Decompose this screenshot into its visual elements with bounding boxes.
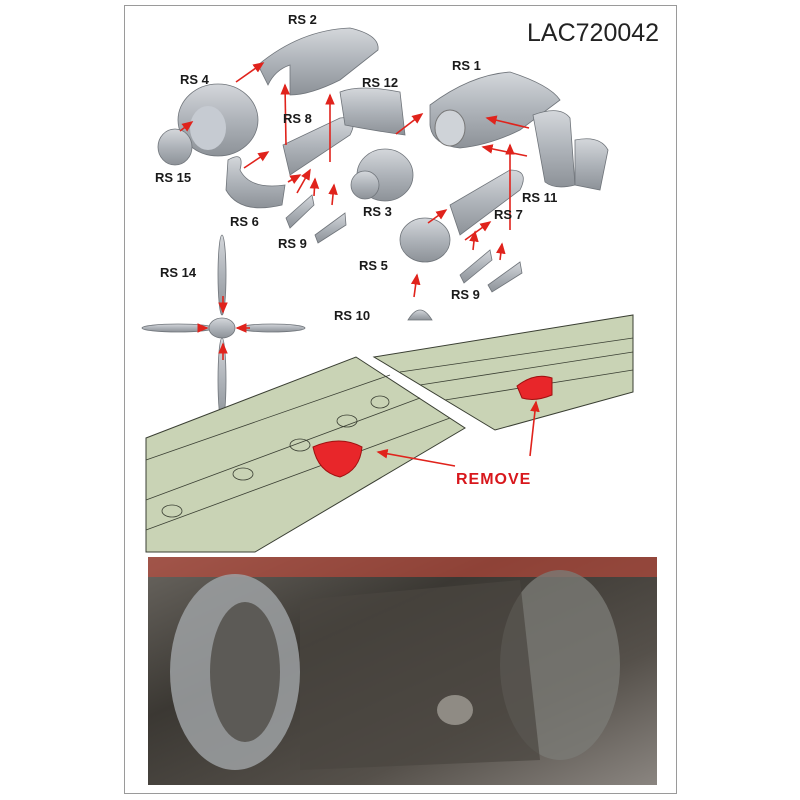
label-rs9-right: RS 9 xyxy=(451,287,480,302)
part-rs8 xyxy=(282,117,354,176)
wing-left xyxy=(145,356,466,553)
part-rs10 xyxy=(407,309,433,321)
remove-area-right xyxy=(516,375,553,400)
label-rs10: RS 10 xyxy=(334,308,370,323)
part-rs12 xyxy=(339,87,406,136)
label-rs8: RS 8 xyxy=(283,111,312,126)
part-rs6 xyxy=(225,156,286,209)
label-rs4: RS 4 xyxy=(180,72,210,87)
remove-area-left xyxy=(312,440,363,478)
label-rs6: RS 6 xyxy=(230,214,259,229)
part-rs15 xyxy=(157,128,193,166)
remove-arrow-right xyxy=(529,400,540,457)
sheet-border xyxy=(124,5,677,794)
part-rs3 xyxy=(350,148,414,202)
label-rs14: RS 14 xyxy=(160,265,197,280)
part-rs4 xyxy=(177,83,259,157)
engine-reference-photo xyxy=(148,557,657,785)
remove-arrow-left xyxy=(376,448,456,467)
part-rs9a xyxy=(285,194,347,244)
label-rs5: RS 5 xyxy=(359,258,388,273)
part-rs5 xyxy=(399,217,451,263)
wing-right xyxy=(372,314,634,431)
part-rs9b xyxy=(459,249,523,293)
label-rs3: RS 3 xyxy=(363,204,392,219)
kit-code: LAC720042 xyxy=(527,19,659,47)
part-rs1 xyxy=(429,71,561,149)
label-rs9-left: RS 9 xyxy=(278,236,307,251)
label-rs11: RS 11 xyxy=(522,190,557,205)
remove-label: REMOVE xyxy=(456,471,531,488)
label-rs2: RS 2 xyxy=(288,12,317,27)
label-rs15: RS 15 xyxy=(155,170,191,185)
label-rs7: RS 7 xyxy=(494,207,523,222)
assembly-arrows xyxy=(179,62,530,360)
label-rs12: RS 12 xyxy=(362,75,398,90)
label-rs1: RS 1 xyxy=(452,58,481,73)
part-rs11 xyxy=(532,110,609,191)
part-rs2 xyxy=(257,27,379,96)
part-rs14-propeller xyxy=(141,234,306,423)
